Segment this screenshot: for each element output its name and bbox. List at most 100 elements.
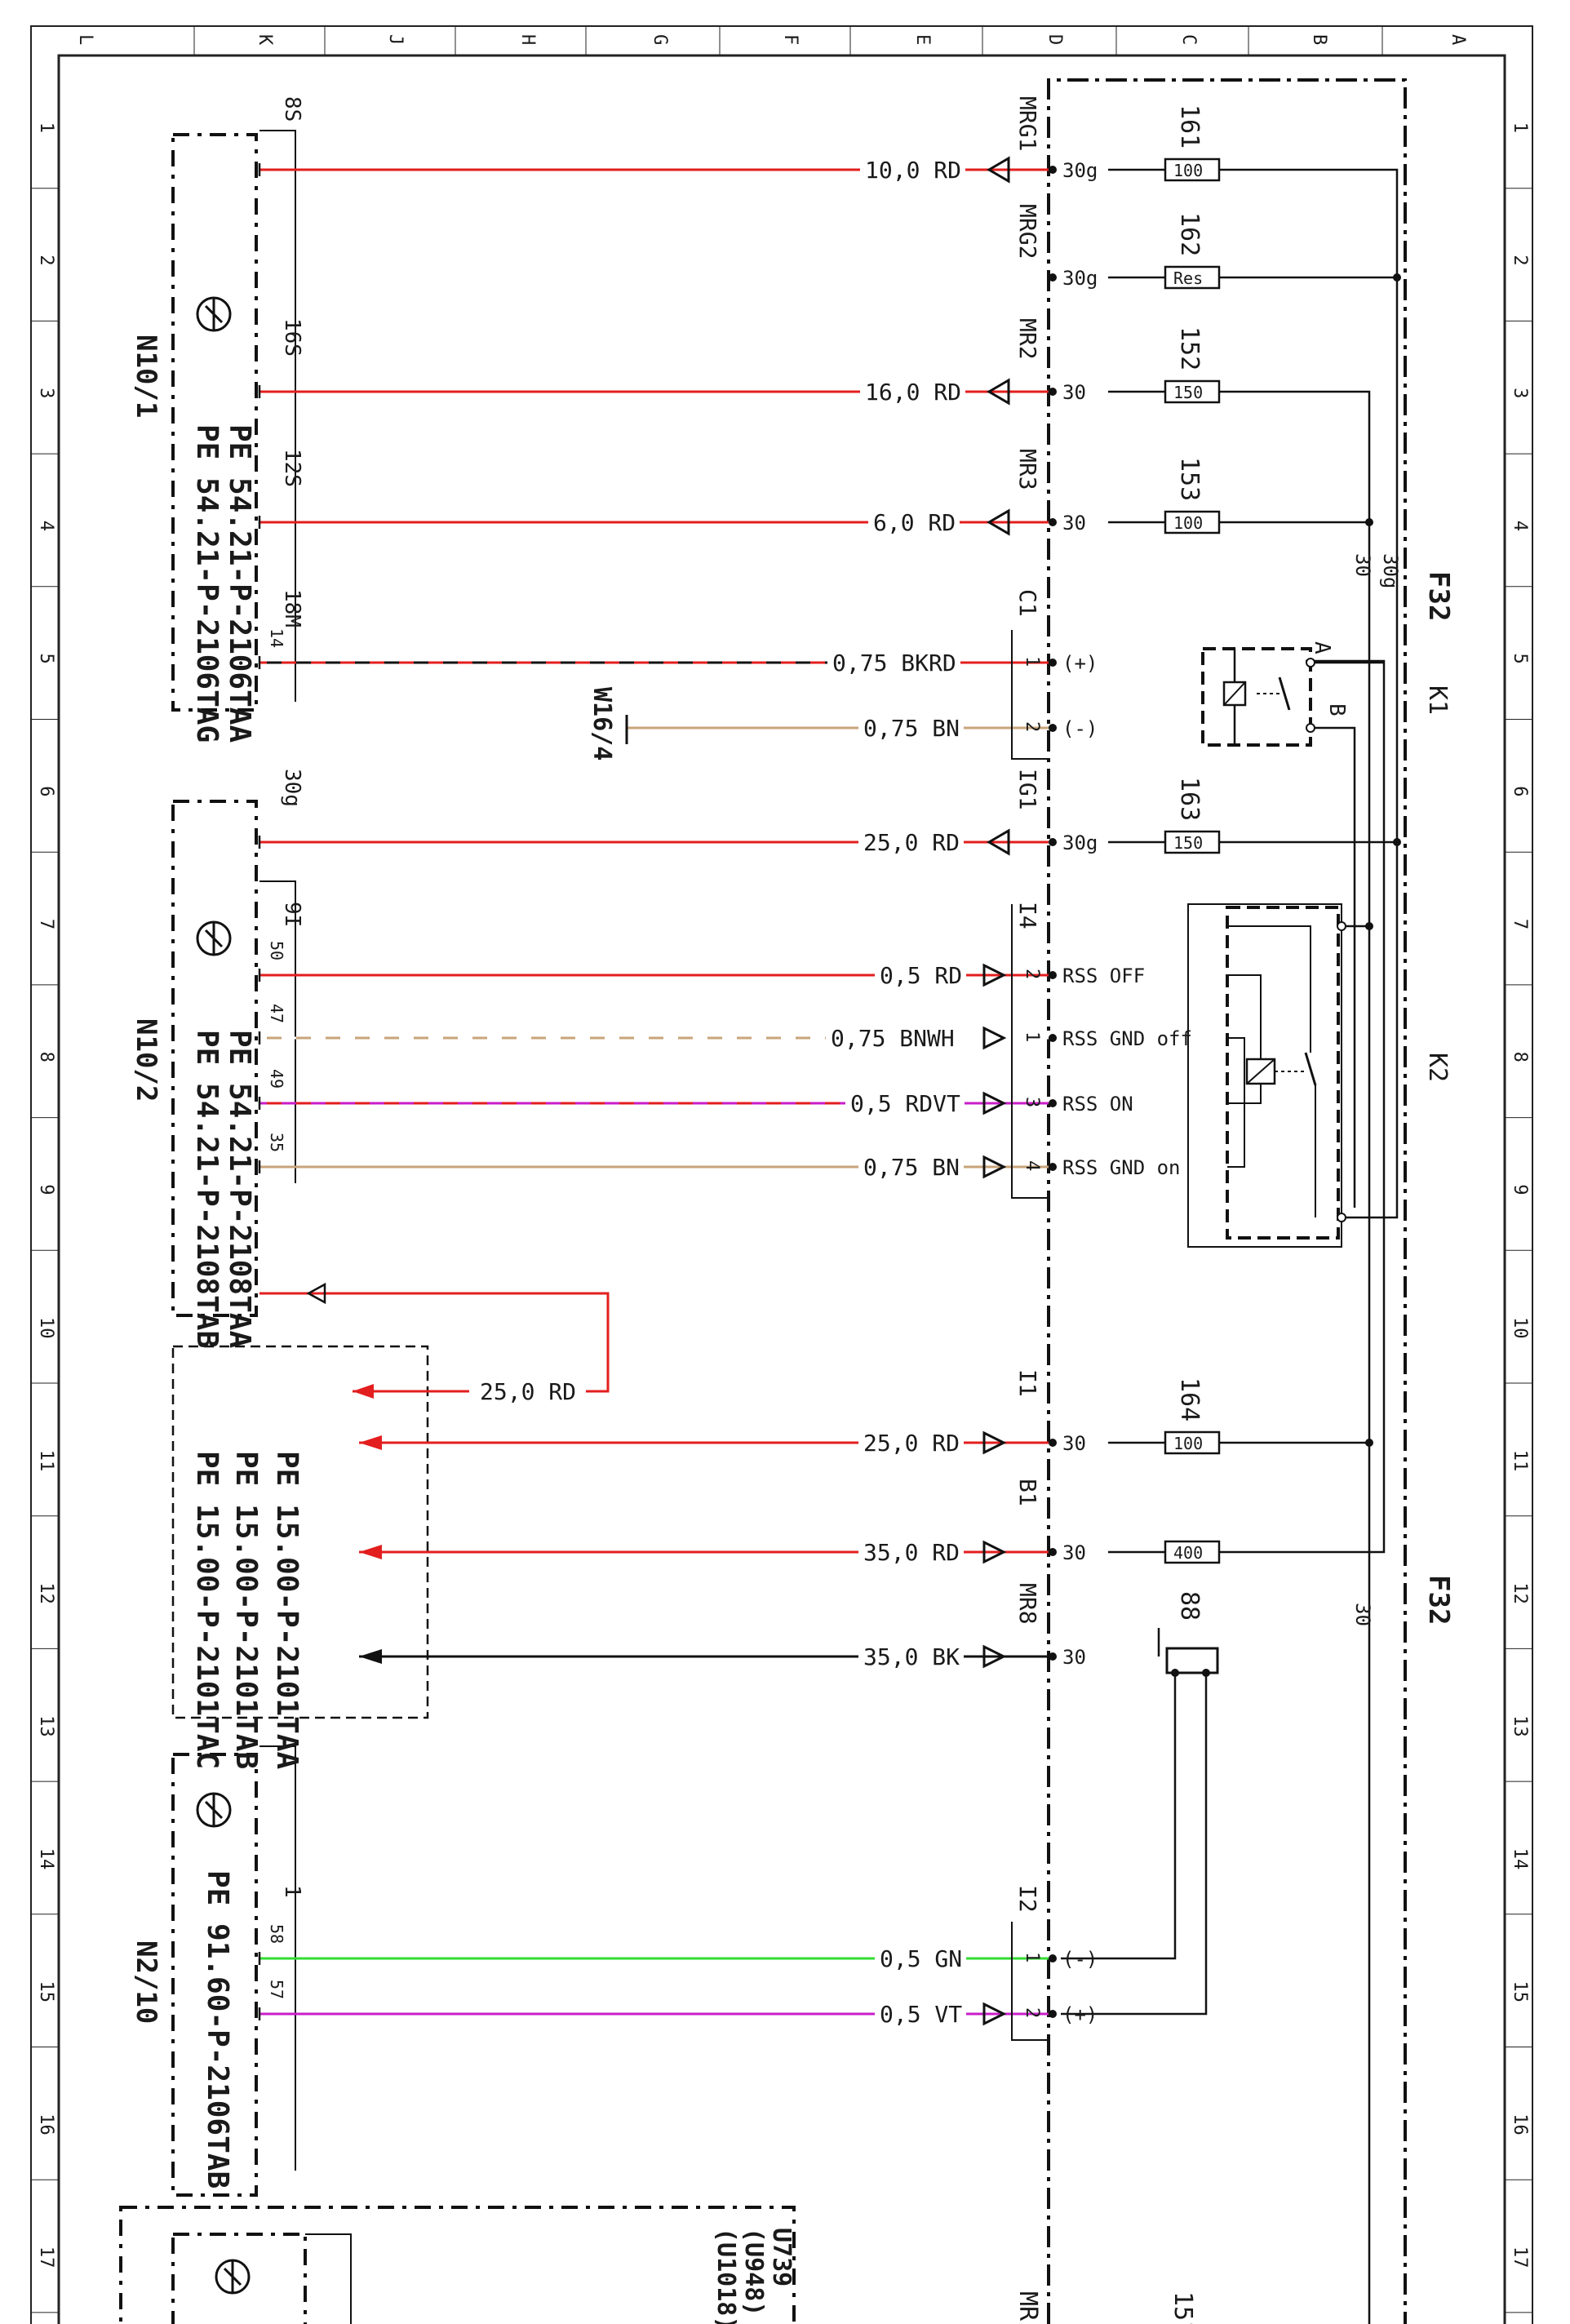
row-label-right: 14 — [1510, 1848, 1530, 1870]
row-label-left: 17 — [36, 2246, 56, 2269]
connector-label: I1 — [1014, 1369, 1041, 1397]
module-pin-label: 18M — [280, 589, 304, 628]
row-label-right: 8 — [1510, 1052, 1530, 1062]
connector-number: 2 — [1022, 721, 1042, 732]
bus-30-label: 30 — [1351, 553, 1374, 577]
wire-label: 0,5 RDVT — [850, 1090, 960, 1117]
module-pin-number: 35 — [267, 1133, 286, 1152]
module-pin-number: 50 — [267, 941, 286, 960]
f32-label-bottom: F32 — [1422, 1575, 1455, 1625]
wire-label: 25,0 RD — [863, 1430, 960, 1457]
connector-pin-label: 30 — [1062, 512, 1086, 534]
n2-10-ref-1: PE 91.60-P-2106TAB — [201, 1870, 234, 2189]
row-label-left: 8 — [36, 1052, 56, 1062]
module-pin-number: 49 — [267, 1069, 286, 1089]
connector-pin-label: 30g — [1062, 159, 1098, 182]
bottom-connector-label: MR — [1013, 2291, 1042, 2322]
connector-pin-label: RSS GND on — [1062, 1156, 1181, 1179]
fuse-number: 161 — [1175, 104, 1204, 149]
row-label-left: 9 — [36, 1184, 56, 1195]
wire-label: 25,0 RD — [863, 829, 960, 856]
row-label-right: 4 — [1510, 521, 1530, 531]
relay-k1-label: K1 — [1423, 685, 1452, 715]
connector-label: I2 — [1014, 1885, 1041, 1913]
module-pin-label: 1 — [280, 1885, 304, 1898]
connector-label: MRG2 — [1014, 204, 1041, 259]
connector-pin-label: RSS ON — [1062, 1093, 1133, 1115]
relay-k1-terminal-b: B — [1324, 703, 1349, 716]
row-label-right: 9 — [1510, 1184, 1530, 1195]
bus-junctions — [1365, 273, 1401, 1447]
pe15-ref-3: PE 15.00-P-2101TAC — [190, 1451, 224, 1769]
fuse-number: 153 — [1175, 457, 1204, 501]
n10-2-connector-strip — [259, 880, 296, 1183]
row-label-left: 5 — [36, 654, 56, 664]
wire-label: 35,0 RD — [863, 1539, 960, 1566]
row-label-right: 16 — [1510, 2113, 1530, 2136]
fuse-rating: 100 — [1173, 161, 1203, 180]
wire-label: 0,75 BKRD — [832, 650, 956, 676]
module-pin-number: 14 — [267, 628, 286, 648]
connector-pin-label: 30 — [1062, 1541, 1086, 1564]
column-label: C — [1178, 34, 1199, 45]
column-label: F — [780, 34, 801, 45]
u739-ref-2: (U948) — [739, 2228, 768, 2316]
connector-pin-label: 30 — [1062, 1432, 1086, 1455]
wires-layer — [258, 156, 1057, 2026]
row-label-right: 7 — [1510, 919, 1530, 929]
row-label-right: 3 — [1510, 388, 1530, 398]
f32-box-outline — [1047, 78, 1407, 2324]
n10-2-ref-2: PE 54.21-P-2108TAB — [190, 1030, 224, 1348]
connector-pin-label: (+) — [1062, 652, 1098, 675]
connector-label: MR3 — [1014, 449, 1041, 490]
n10-1-connector-strip — [259, 130, 296, 702]
u739-ref-3: (U1018) — [712, 2228, 740, 2324]
row-label-left: 11 — [36, 1450, 56, 1472]
fuse-rating: 150 — [1173, 833, 1203, 853]
wire-label: 0,75 BN — [863, 1154, 960, 1181]
connector-label: I4 — [1014, 902, 1041, 929]
connector-label: IG1 — [1014, 769, 1041, 810]
n10-1-ref-2: PE 54.21-P-2106TAG — [190, 424, 224, 743]
row-label-left: 13 — [36, 1715, 56, 1737]
fuse-number: 88 — [1175, 1591, 1204, 1621]
fuse-rating: 100 — [1173, 513, 1203, 533]
row-label-right: 1 — [1510, 122, 1530, 133]
u739-inner-box — [171, 2233, 307, 2324]
pe15-group-box — [171, 1345, 429, 1719]
n2-10-label: N2/10 — [130, 1940, 162, 2024]
fuse-number: 163 — [1175, 777, 1204, 821]
n10-1-module-box — [171, 133, 258, 712]
row-label-right: 17 — [1510, 2246, 1530, 2269]
bus-lines — [1157, 168, 1399, 2324]
n10-1-ref-1: PE 54.21-P-2106TAA — [223, 424, 256, 743]
pe15-ref-2: PE 15.00-P-2101TAB — [229, 1451, 263, 1769]
column-label: G — [650, 34, 670, 45]
column-label: K — [255, 34, 275, 46]
row-label-right: 2 — [1510, 255, 1530, 265]
row-label-right: 6 — [1510, 786, 1530, 796]
module-pin-number: 58 — [267, 1924, 286, 1944]
column-label: E — [912, 34, 933, 45]
connector-number: 3 — [1022, 1097, 1042, 1107]
row-label-right: 12 — [1510, 1582, 1530, 1604]
fuse-number: 164 — [1175, 1377, 1204, 1421]
bus-30g-label: 30g — [1379, 553, 1402, 588]
fuse-rating: Res — [1173, 268, 1203, 288]
n2-10-module-box — [171, 1753, 258, 2197]
n10-1-label: N10/1 — [130, 335, 162, 418]
row-label-left: 2 — [36, 255, 56, 265]
column-label: A — [1448, 34, 1468, 45]
connector-number: 1 — [1022, 1031, 1042, 1042]
relay-k1 — [1201, 647, 1384, 1208]
connector-number: 1 — [1022, 1952, 1042, 1963]
connector-label: C1 — [1014, 589, 1041, 617]
row-label-left: 1 — [36, 122, 56, 133]
column-label: J — [385, 34, 406, 45]
u739-connector-strip — [305, 2233, 352, 2324]
wire-label: 16,0 RD — [865, 379, 961, 406]
n10-2-ref-1: PE 54.21-P-2108TAA — [223, 1030, 256, 1348]
module-pin-number: 47 — [267, 1004, 286, 1023]
